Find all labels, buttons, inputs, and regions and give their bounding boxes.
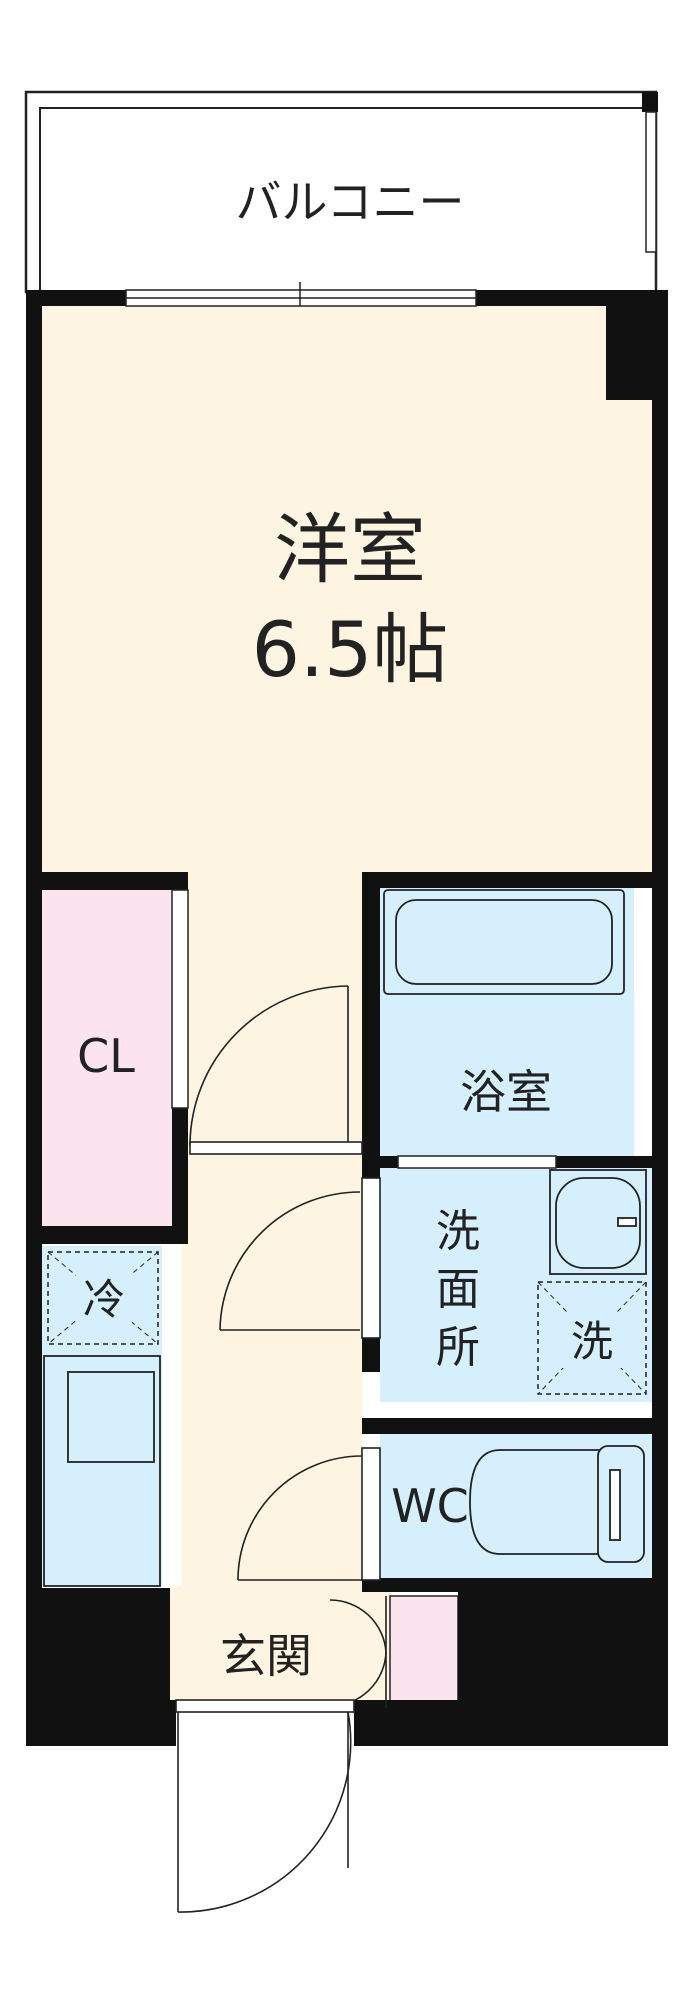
walls <box>26 290 668 1746</box>
washer-label: 洗 <box>571 1317 613 1366</box>
refrigerator-label: 冷 <box>83 1275 125 1324</box>
closet-floor <box>42 890 172 1226</box>
shoe-cabinet <box>389 1595 459 1709</box>
washing-machine-space: 洗 <box>537 1281 647 1395</box>
bathroom-label: 浴室 <box>460 1065 552 1119</box>
toilet-label: WC <box>391 1479 469 1533</box>
entrance-label: 玄関 <box>220 1629 312 1683</box>
bathtub <box>383 889 625 995</box>
balcony: バルコニー <box>24 90 658 294</box>
washroom-label-1: 洗 <box>436 1206 480 1257</box>
western-room-floor <box>42 306 652 874</box>
closet-label: CL <box>77 1029 135 1083</box>
doors <box>175 985 387 1913</box>
entrance-floor <box>168 1586 390 1706</box>
closet-door <box>171 889 189 1109</box>
washroom-label-2: 面 <box>436 1264 480 1315</box>
washbasin <box>549 1169 647 1275</box>
balcony-label: バルコニー <box>235 175 464 229</box>
toilet <box>469 1445 645 1563</box>
balcony-window <box>125 282 477 307</box>
hallway-floor <box>182 872 362 1588</box>
kitchen-counter <box>43 1355 161 1587</box>
refrigerator-space: 冷 <box>47 1251 159 1345</box>
bathroom-door-opening <box>397 1155 557 1169</box>
bathroom-floor <box>380 886 634 1156</box>
western-room-size: 6.5帖 <box>252 605 449 694</box>
western-room-label: 洋室 <box>274 505 426 594</box>
washroom-label-3: 所 <box>436 1322 480 1373</box>
